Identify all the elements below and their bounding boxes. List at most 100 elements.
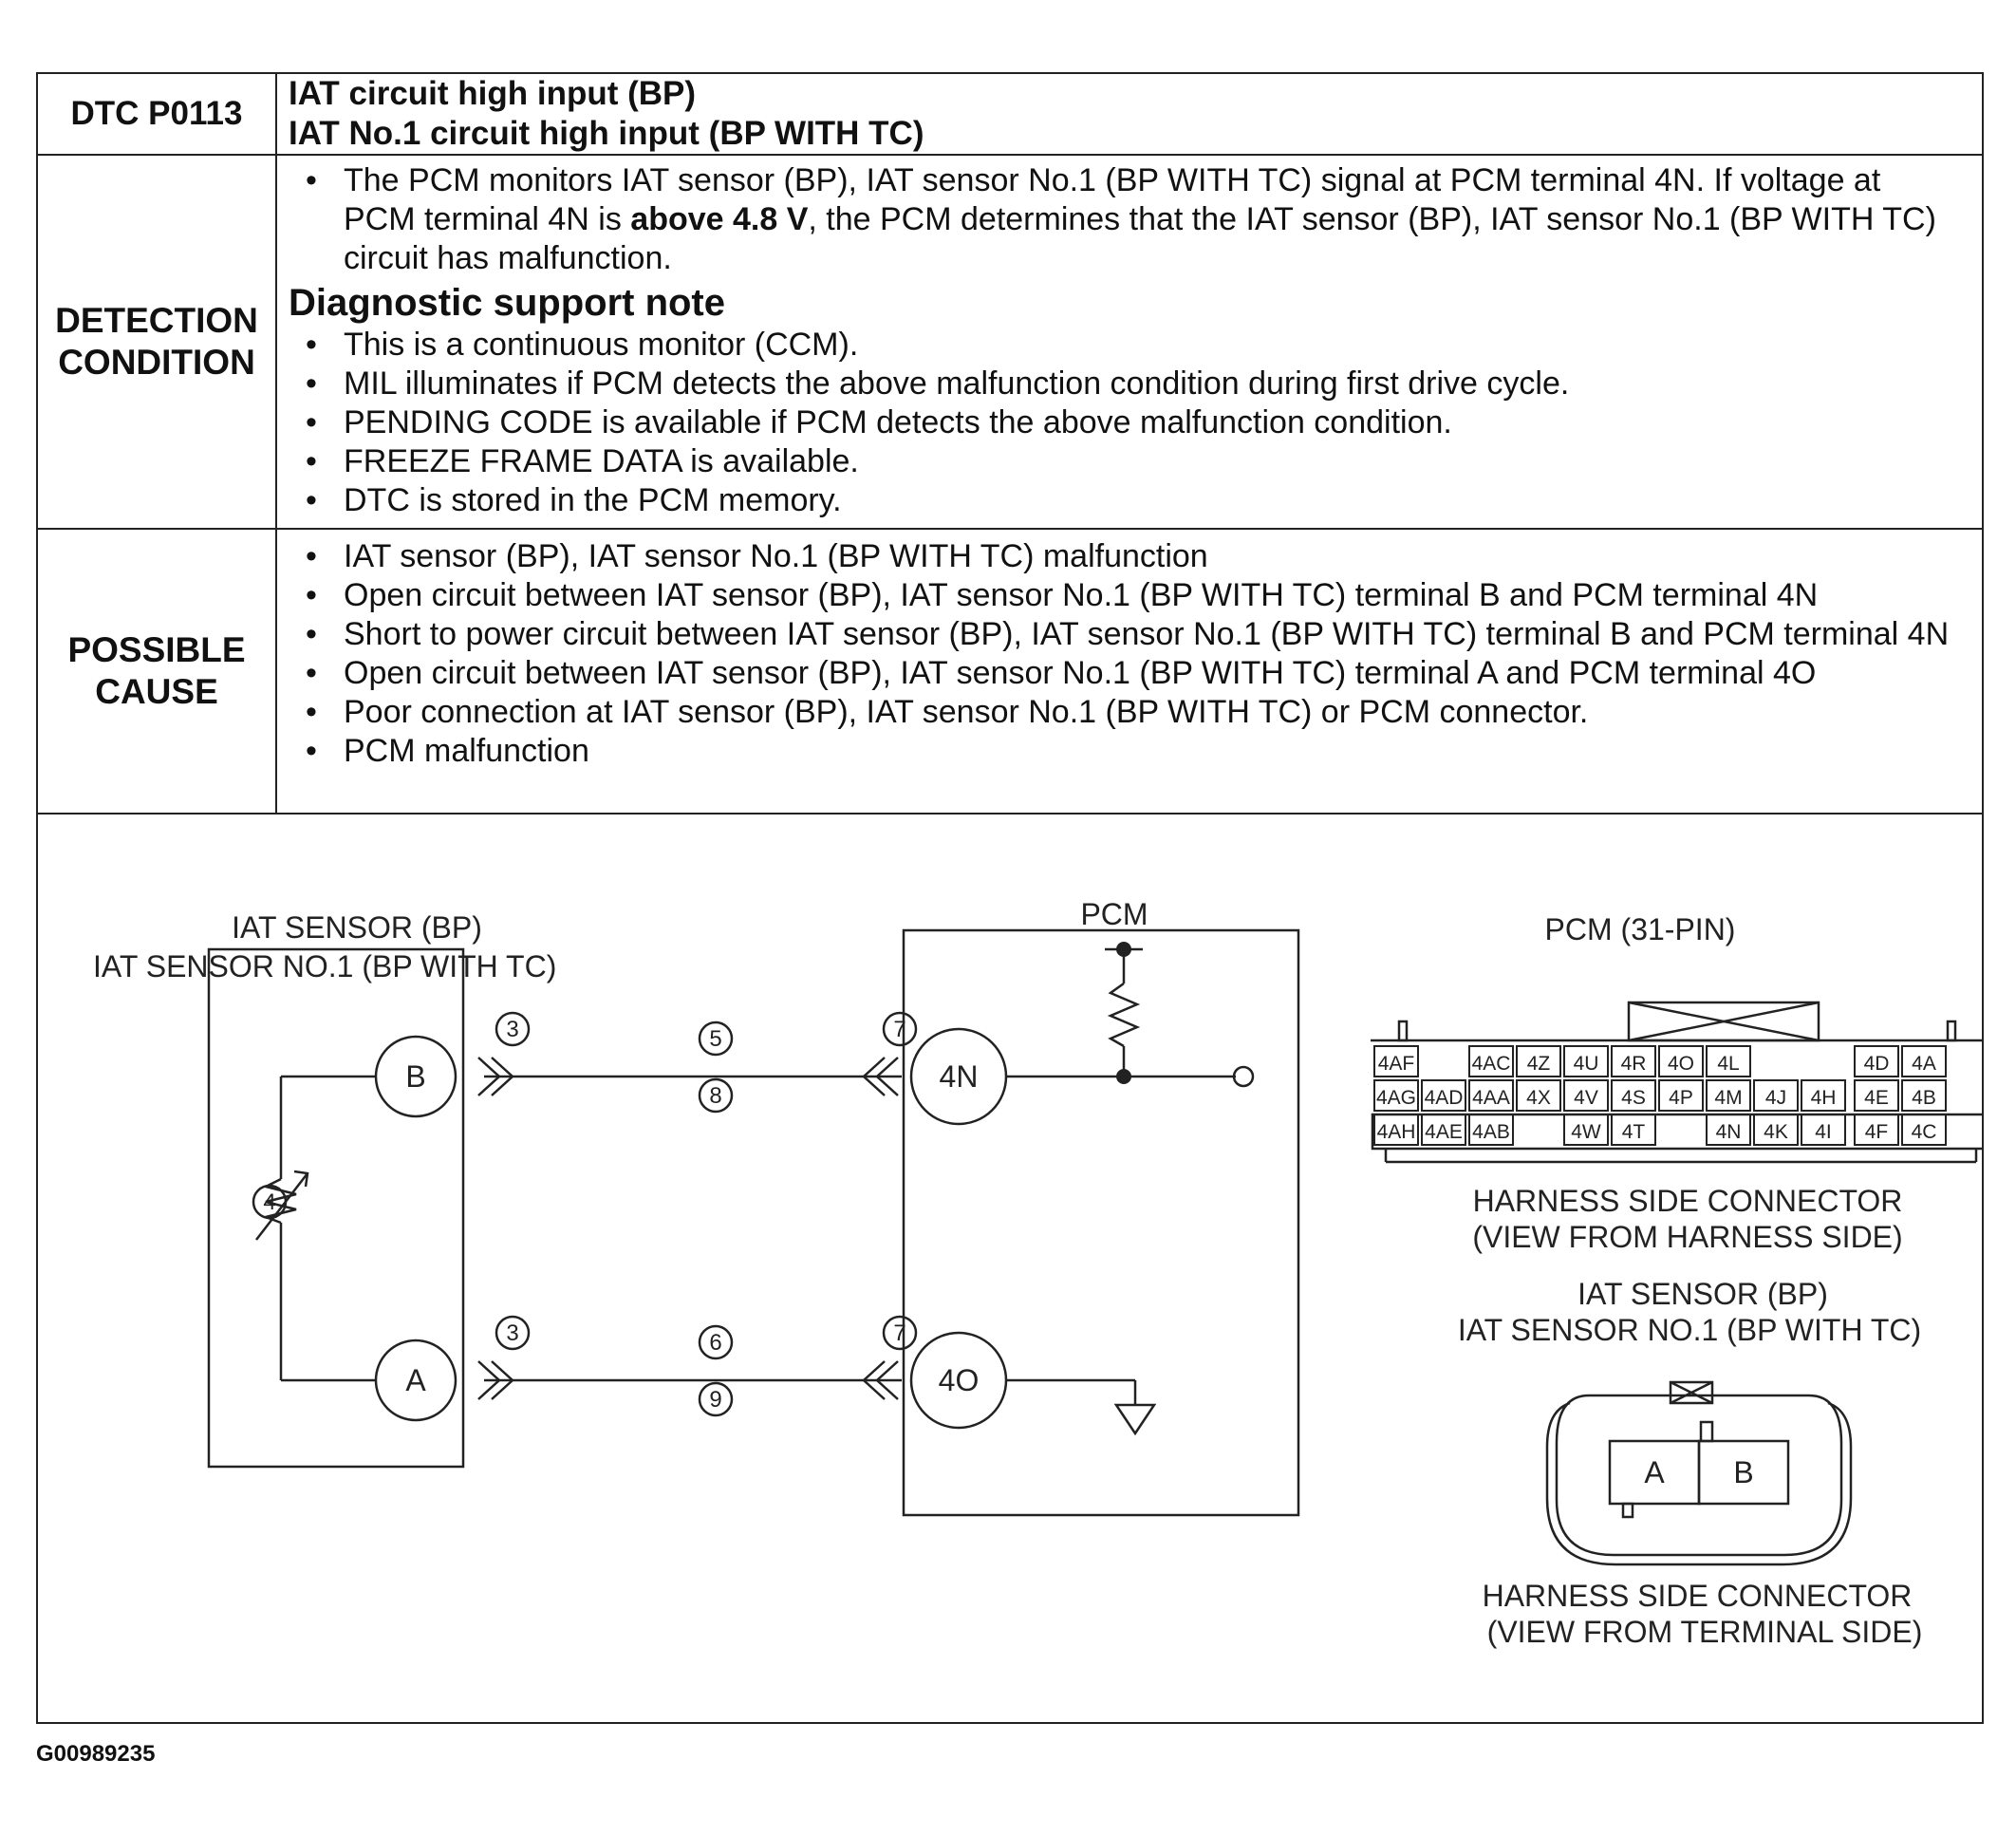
pcm-pin-label: 4X [1526, 1087, 1551, 1109]
pcm-pin-cell [1468, 1045, 1514, 1077]
pcm-pin-cell [1753, 1114, 1799, 1146]
wiring-diagram: IAT SENSOR (BP) IAT SENSOR NO.1 (BP WITH… [38, 815, 1982, 1724]
pcm-pin-cell [1706, 1114, 1751, 1146]
possible-cause-label-line1: POSSIBLE [67, 630, 246, 669]
detection-row: DETECTION CONDITION The PCM monitors IAT… [38, 156, 1982, 530]
pcm-pin-label: 4T [1622, 1121, 1646, 1143]
list-item: Short to power circuit between IAT senso… [289, 615, 1961, 654]
pcm-pin-cell [1373, 1114, 1419, 1146]
pcm-connector-title: PCM (31-PIN) [1545, 912, 1736, 946]
pcm-pin-cell [1901, 1114, 1947, 1146]
pcm-pin-cell [1373, 1079, 1419, 1112]
harness-view-2: (VIEW FROM TERMINAL SIDE) [1487, 1615, 1923, 1649]
detection-label: DETECTION CONDITION [38, 156, 277, 528]
detection-intro-part2: , the PCM determines that the IAT sensor… [344, 201, 1936, 276]
pcm-pin-label: 4H [1811, 1087, 1837, 1109]
sensor-connector-pin-b: B [1733, 1455, 1753, 1489]
possible-cause-label: POSSIBLE CAUSE [38, 530, 277, 813]
diagnostic-support-note-heading: Diagnostic support note [289, 282, 725, 324]
pcm-pin-cell [1611, 1079, 1656, 1112]
pcm-pin-label: 4AC [1472, 1053, 1511, 1075]
dtc-header-row: DTC P0113 IAT circuit high input (BP) IA… [38, 74, 1982, 156]
pcm-pin-cell [1854, 1045, 1899, 1077]
pcm-pin-cell [1658, 1079, 1704, 1112]
pcm-pin-label: 4I [1815, 1121, 1832, 1143]
list-item: This is a continuous monitor (CCM). [289, 326, 1961, 365]
sensor-pin-b-circle [374, 1035, 457, 1118]
pcm-pin-label: 4D [1864, 1053, 1890, 1075]
possible-cause-list: IAT sensor (BP), IAT sensor No.1 (BP WIT… [289, 537, 1961, 771]
pcm-pin-label: 4AH [1377, 1121, 1416, 1143]
list-item: Open circuit between IAT sensor (BP), IA… [289, 654, 1961, 693]
pcm-pin-label: 4O [1668, 1053, 1694, 1075]
pcm-pin-cell [1516, 1045, 1561, 1077]
pcm-pin-label: 4AA [1472, 1087, 1510, 1109]
possible-cause-row: POSSIBLE CAUSE IAT sensor (BP), IAT sens… [38, 530, 1982, 815]
pcm-pin-label: 4AD [1425, 1087, 1464, 1109]
sensor-pin-a: A [405, 1363, 426, 1397]
pcm-pin-cell [1801, 1114, 1846, 1146]
harness-view-1: (VIEW FROM HARNESS SIDE) [1472, 1220, 1902, 1254]
pcm-pin-cell [1706, 1079, 1751, 1112]
pcm-pin-label: 4B [1912, 1087, 1936, 1109]
callout-7-top: 7 [893, 1017, 905, 1042]
dtc-code-cell: DTC P0113 [38, 74, 277, 154]
pcm-pin-label: 4AF [1378, 1053, 1415, 1075]
pcm-connector-shape [1371, 1001, 1982, 1164]
pcm-pin-4o: 4O [939, 1363, 980, 1397]
pcm-pin-label: 4AB [1472, 1121, 1510, 1143]
pcm-pin-label: 4L [1717, 1053, 1739, 1075]
pcm-pin-label: 4V [1574, 1087, 1598, 1109]
list-item: Poor connection at IAT sensor (BP), IAT … [289, 693, 1961, 732]
pcm-pin-cell [1563, 1079, 1609, 1112]
pcm-pin-label: 4N [1716, 1121, 1742, 1143]
pcm-pin-cell [1611, 1114, 1656, 1146]
pcm-title: PCM [1080, 897, 1148, 931]
list-item: PCM malfunction [289, 732, 1961, 771]
pcm-pin-cell [1563, 1045, 1609, 1077]
pcm-pin-cell [1706, 1045, 1751, 1077]
callout-9: 9 [709, 1387, 721, 1413]
pcm-pin-label: 4R [1621, 1053, 1647, 1075]
detection-intro: The PCM monitors IAT sensor (BP), IAT se… [289, 161, 1961, 278]
wiring-diagram-svg: IAT SENSOR (BP) IAT SENSOR NO.1 (BP WITH… [207, 897, 1982, 1649]
pcm-pin-cell [1854, 1079, 1899, 1112]
pcm-pin-cell [1468, 1079, 1514, 1112]
pcm-pin-cell [1901, 1045, 1947, 1077]
pcm-pin-cell [1373, 1045, 1419, 1077]
sensor-box [207, 947, 465, 1469]
list-item: FREEZE FRAME DATA is available. [289, 442, 1961, 481]
pcm-pin-label: 4W [1571, 1121, 1601, 1143]
possible-cause-content: IAT sensor (BP), IAT sensor No.1 (BP WIT… [277, 530, 1982, 813]
dtc-table: DTC P0113 IAT circuit high input (BP) IA… [36, 72, 1984, 1724]
pcm-pin-label: 4C [1912, 1121, 1937, 1143]
sensor-connector-shape [1545, 1380, 1853, 1566]
possible-cause-label-line2: CAUSE [95, 672, 218, 711]
callout-7-bottom: 7 [893, 1320, 905, 1346]
sensor-pin-a-circle [374, 1339, 457, 1422]
pcm-pin-cell [1468, 1114, 1514, 1146]
harness-label-2: HARNESS SIDE CONNECTOR [1483, 1579, 1913, 1613]
callout-4: 4 [263, 1189, 275, 1215]
pcm-pin-label: 4J [1765, 1087, 1786, 1109]
pcm-pin-cell [1516, 1079, 1561, 1112]
sensor-title2-text: IAT SENSOR NO.1 (BP WITH TC) [93, 949, 557, 983]
pcm-pin-cell [1563, 1114, 1609, 1146]
pcm-pin-cell [1901, 1079, 1947, 1112]
dtc-code: DTC P0113 [70, 95, 243, 132]
detection-label-line1: DETECTION [55, 301, 258, 340]
pcm-pin-cell [1421, 1114, 1466, 1146]
sensor-connector-title1: IAT SENSOR (BP) [1577, 1277, 1828, 1311]
diagnostic-notes-list: This is a continuous monitor (CCM). MIL … [289, 326, 1961, 520]
pcm-pin-label: 4AE [1425, 1121, 1463, 1143]
list-item: Open circuit between IAT sensor (BP), IA… [289, 576, 1961, 615]
pcm-pin-label: 4AG [1376, 1087, 1416, 1109]
pcm-pin-cell [1854, 1114, 1899, 1146]
list-item: PENDING CODE is available if PCM detects… [289, 403, 1961, 442]
pcm-pin-label: 4M [1714, 1087, 1742, 1109]
pcm-pin-cell [1658, 1045, 1704, 1077]
pcm-pin-cell [1421, 1079, 1466, 1112]
dtc-title-line1: IAT circuit high input (BP) [289, 75, 697, 112]
pcm-pin-label: 4Z [1527, 1053, 1551, 1075]
